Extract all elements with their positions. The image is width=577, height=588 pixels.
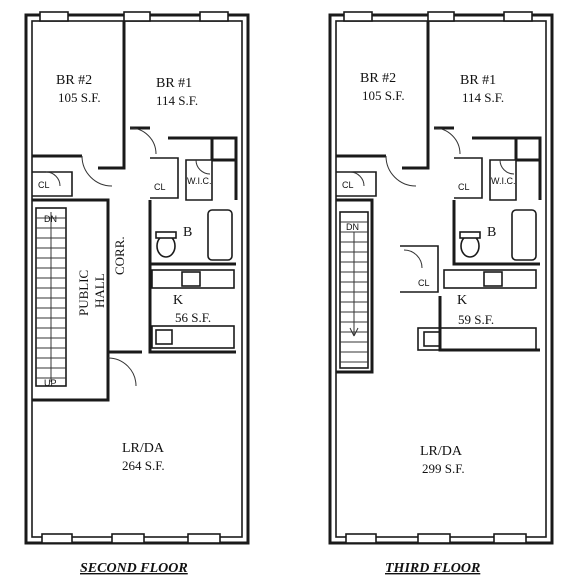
third-door-closet-left [349, 171, 365, 187]
second-kitchen-counter-bottom [151, 325, 235, 349]
third-wall-br1-bottom [434, 126, 542, 200]
second-br1-area: 114 S.F. [156, 93, 198, 108]
third-door-br2 [385, 155, 417, 187]
third-living-area: 299 S.F. [422, 461, 465, 476]
second-living-area: 264 S.F. [122, 458, 165, 473]
second-closet-left [32, 171, 73, 197]
second-closet-left-label: CL [38, 180, 50, 190]
second-public-hall-label-1: PUBLIC [76, 270, 91, 316]
third-closet-mid-label: CL [418, 278, 430, 288]
third-kitchen-sink [423, 331, 441, 347]
second-walkin-closet [185, 159, 213, 201]
third-bath-label: B [487, 225, 496, 240]
second-br1-name: BR #1 [156, 76, 192, 91]
second-window-bottom-2 [111, 533, 145, 544]
second-wall-br2-bottom [32, 150, 126, 170]
second-kitchen-range [181, 271, 201, 287]
third-living-name: LR/DA [420, 444, 463, 459]
second-toilet-tank [155, 231, 177, 239]
third-door-br1 [433, 127, 461, 155]
third-door-closet-mid [403, 249, 423, 269]
third-closet-mid [400, 245, 439, 293]
third-br2-name: BR #2 [360, 71, 396, 86]
second-window-top-3 [199, 11, 229, 22]
third-wall-br1-closet [514, 138, 540, 162]
second-door-closet-left [45, 171, 61, 187]
third-window-bottom-2 [417, 533, 451, 544]
third-closet-left-label: CL [342, 180, 354, 190]
third-bath-wall [452, 200, 540, 266]
third-kitchen-wall [438, 296, 540, 352]
third-window-bottom-3 [493, 533, 527, 544]
third-kitchen-range [483, 271, 503, 287]
second-door-wic [195, 159, 211, 175]
second-kitchen-counter-top [151, 269, 235, 289]
second-closet-right [150, 157, 179, 199]
third-window-bottom-1 [345, 533, 377, 544]
second-wall-br1-bottom [130, 126, 238, 200]
second-window-top-2 [123, 11, 151, 22]
second-wall-br1-closet [210, 138, 236, 162]
third-kitchen-area: 59 S.F. [458, 312, 494, 327]
third-br1-name: BR #1 [460, 73, 496, 88]
second-br2-area: 105 S.F. [58, 90, 101, 105]
third-closet-right-label: CL [458, 182, 470, 192]
third-stair-arrow [349, 232, 359, 337]
third-floor-caption: THIRD FLOOR [385, 561, 480, 576]
third-window-top-3 [503, 11, 533, 22]
second-living-name: LR/DA [122, 441, 165, 456]
second-stair-up: UP [44, 378, 57, 388]
third-window-top-2 [427, 11, 455, 22]
second-window-bottom-1 [41, 533, 73, 544]
third-walkin-label: W.I.C. [491, 176, 516, 186]
third-br2-area: 105 S.F. [362, 88, 405, 103]
second-walkin-label: W.I.C. [187, 176, 212, 186]
third-window-top-1 [343, 11, 373, 22]
third-toilet-tank [459, 231, 481, 239]
second-br2-name: BR #2 [56, 73, 92, 88]
second-door-br2 [81, 155, 113, 187]
third-bathtub [511, 209, 537, 261]
third-walkin-closet [489, 159, 517, 201]
second-door-br1 [129, 127, 157, 155]
third-closet-left [336, 171, 377, 197]
second-stair-dn: DN [44, 214, 57, 224]
third-wall-br2-bottom [336, 150, 430, 170]
second-closet-right-label: CL [154, 182, 166, 192]
third-stair-dn: DN [346, 222, 359, 232]
second-window-bottom-3 [187, 533, 221, 544]
second-door-entry [107, 357, 137, 387]
second-window-top-1 [39, 11, 69, 22]
second-kitchen-wall [148, 264, 236, 354]
third-kitchen-name: K [457, 293, 467, 308]
second-corridor-label: CORR. [112, 236, 127, 275]
third-closet-right [454, 157, 483, 199]
third-br1-area: 114 S.F. [462, 90, 504, 105]
second-kitchen-sink [155, 329, 173, 345]
second-floor-caption: SECOND FLOOR [80, 561, 188, 576]
second-public-hall-label-2: HALL [92, 273, 107, 308]
third-kitchen-counter-top [443, 269, 537, 289]
second-bathtub [207, 209, 233, 261]
second-stair-outline [35, 207, 67, 387]
second-kitchen-area: 56 S.F. [175, 310, 211, 325]
second-bath-label: B [183, 225, 192, 240]
third-door-wic [499, 159, 515, 175]
third-stair-outline [339, 211, 369, 369]
second-floor-plan [24, 11, 250, 545]
third-floor-plan [328, 11, 554, 545]
second-kitchen-name: K [173, 293, 183, 308]
